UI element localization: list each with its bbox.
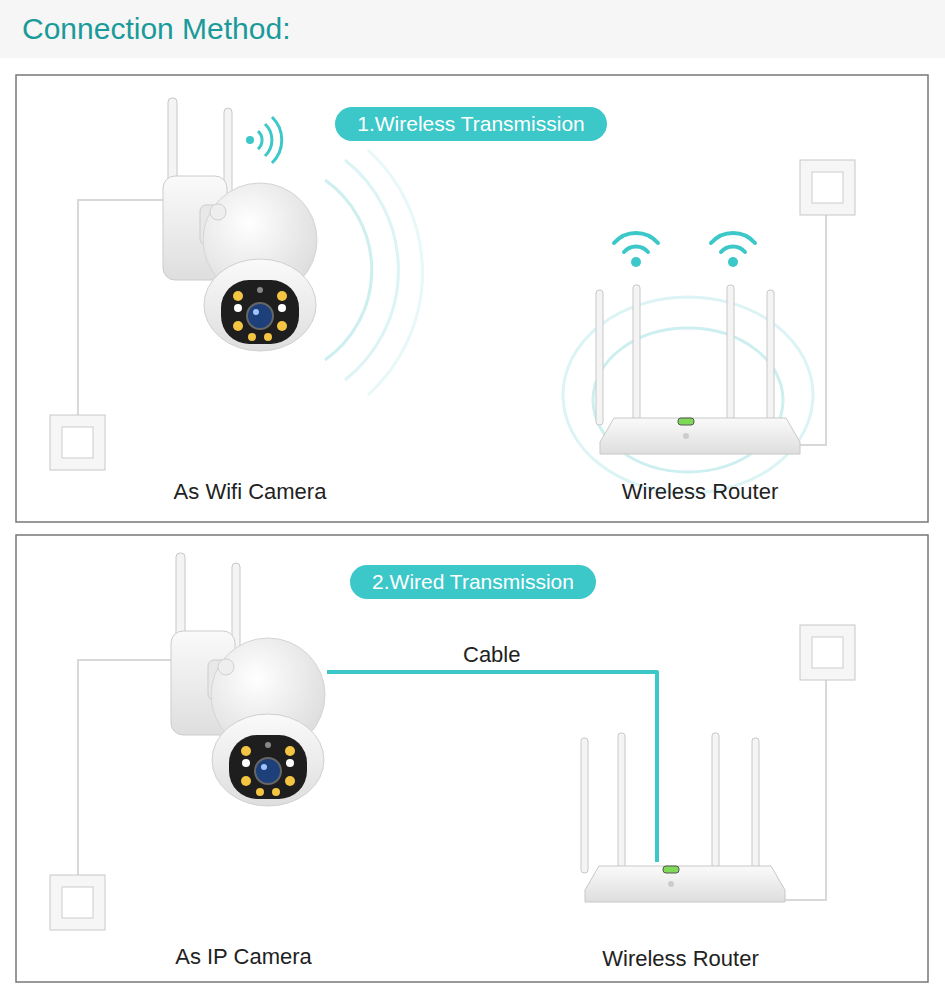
figure-caption: Wireless Router xyxy=(585,479,815,505)
band-label: 2.Wired Transmission xyxy=(372,570,574,594)
page-title: Connection Method: xyxy=(22,12,291,46)
figure-caption: Wireless Router xyxy=(573,946,788,972)
figure-caption: As IP Camera xyxy=(160,944,327,970)
section-band: 2.Wired Transmission xyxy=(350,565,596,599)
camera-figure: As Wifi Camera xyxy=(160,180,340,505)
cable-label: Cable xyxy=(459,642,524,668)
router-figure: Wireless Router xyxy=(585,415,815,505)
camera-figure: As IP Camera xyxy=(160,630,327,970)
section-band: 1.Wireless Transmission xyxy=(335,107,607,141)
router-figure: Wireless Router xyxy=(573,862,788,972)
cable-line xyxy=(327,672,657,862)
figure-caption: As Wifi Camera xyxy=(160,479,340,505)
band-label: 1.Wireless Transmission xyxy=(357,112,585,136)
